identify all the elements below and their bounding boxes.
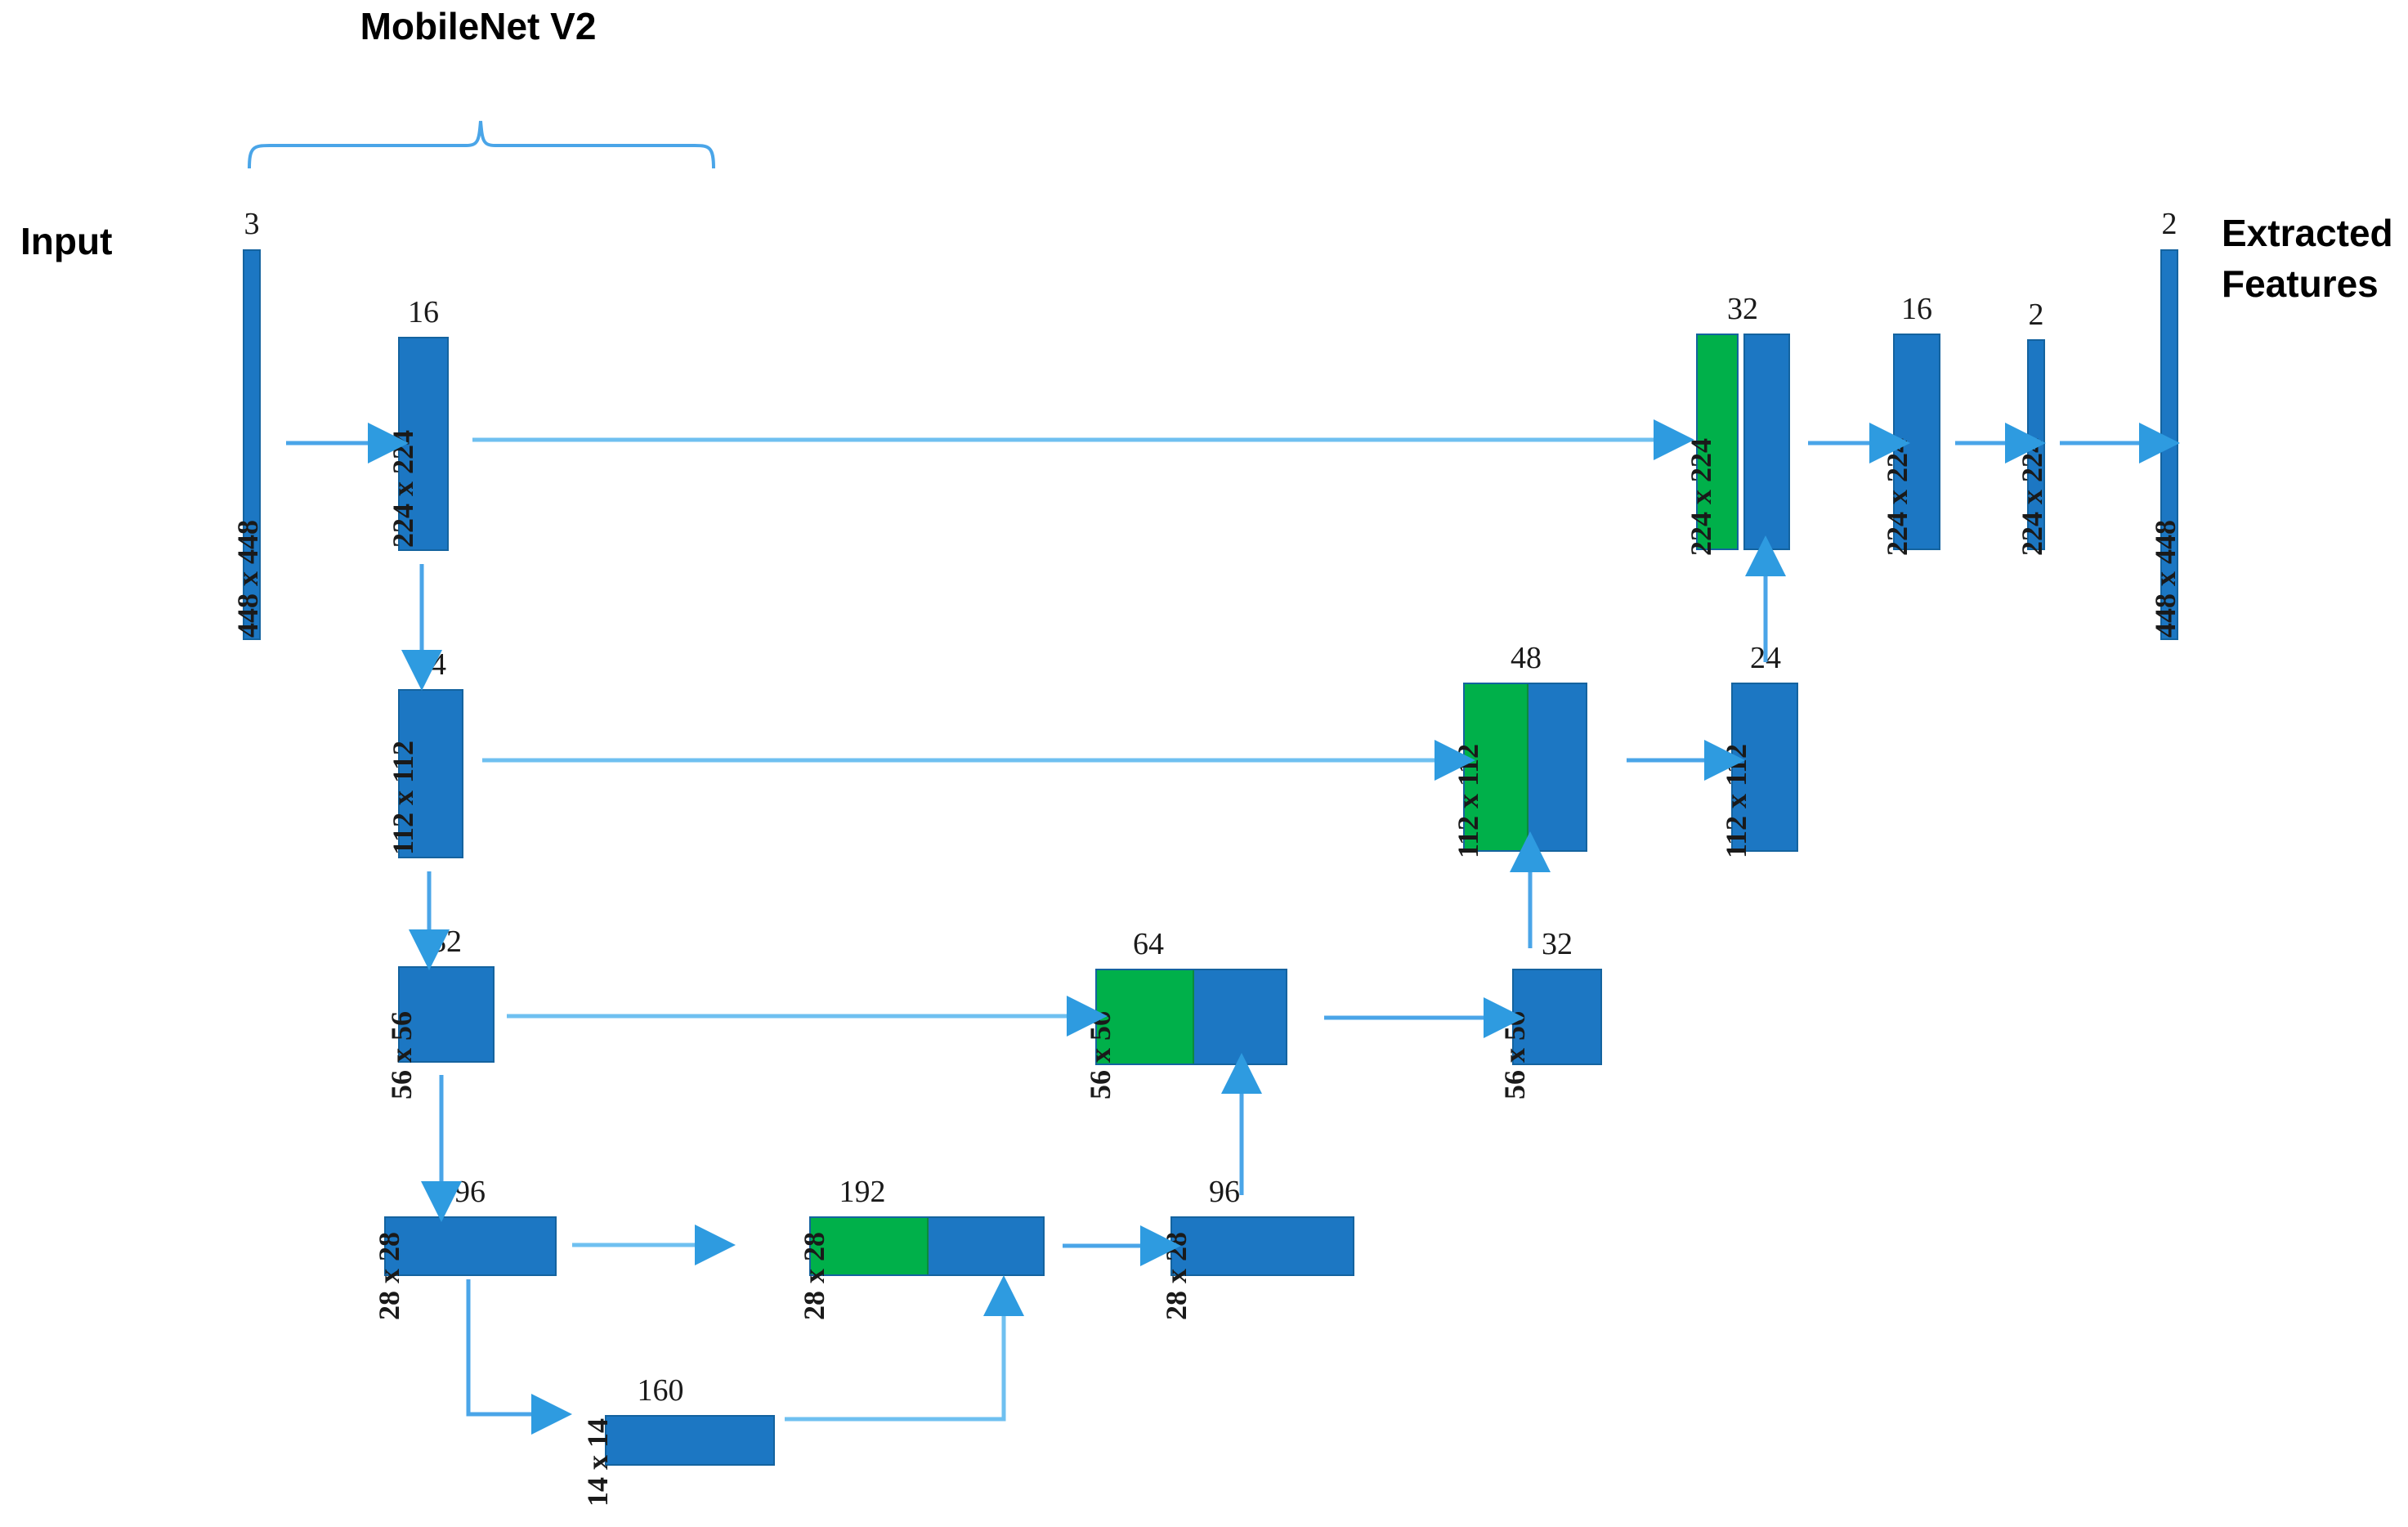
block-decoder-224-32-channels: 32 [1727,292,1758,326]
block-input[interactable] [243,249,261,640]
concat-upsampled-part [1194,970,1286,1064]
block-encoder-112-24[interactable] [398,689,463,858]
backbone-title: MobileNet V2 [360,5,597,47]
block-input-channels: 3 [244,207,260,241]
block-input-resolution: 448 x 448 [231,520,264,638]
block-bottleneck-14-160-channels: 160 [637,1373,684,1408]
block-decoder-28-96[interactable] [1170,1216,1354,1276]
output-label: Extracted Features [2222,211,2393,307]
block-decoder-28-192-concat[interactable] [809,1216,1045,1276]
block-encoder-28-96[interactable] [384,1216,557,1276]
block-encoder-28-96-channels: 96 [454,1175,486,1209]
block-decoder-56-64-resolution: 56 x 56 [1084,1011,1117,1099]
block-bottleneck-14-160[interactable] [605,1415,775,1466]
block-output-channels: 2 [2161,207,2177,241]
block-decoder-112-24-resolution: 112 x 112 [1720,743,1752,858]
arrow-downsample-28-to-14 [466,1279,572,1435]
concat-upsampled-part [929,1218,1043,1274]
mobilenet-brace [248,120,715,169]
output-label-line1: Extracted [2222,212,2393,254]
block-decoder-56-64-channels: 64 [1133,927,1164,961]
block-decoder-56-32[interactable] [1512,969,1602,1065]
block-decoder-224-32-resolution: 224 x 224 [1685,438,1717,556]
block-output-resolution: 448 x 448 [2149,520,2182,638]
arrow-upsample-14-to-28 [785,1275,1024,1422]
output-label-line2: Features [2222,262,2379,306]
concat-upsampled-part [1528,684,1586,850]
block-decoder-28-192-channels: 192 [839,1175,886,1209]
block-encoder-224-16-channels: 16 [408,295,439,329]
block-decoder-224-16-resolution: 224 x 224 [1881,438,1913,556]
concat-skip-part [1696,334,1739,550]
block-decoder-28-192-resolution: 28 x 28 [798,1232,830,1320]
block-encoder-56-32[interactable] [398,966,495,1063]
block-encoder-56-32-resolution: 56 x 56 [385,1011,418,1099]
block-decoder-56-32-channels: 32 [1542,927,1573,961]
block-decoder-56-32-resolution: 56 x 56 [1498,1011,1531,1099]
concat-skip-part [811,1218,929,1274]
block-decoder-224-16-channels: 16 [1901,292,1932,326]
block-encoder-28-96-resolution: 28 x 28 [373,1232,405,1320]
block-encoder-224-16-resolution: 224 x 224 [387,430,419,548]
block-decoder-224-32-concat[interactable] [1696,334,1790,550]
block-encoder-112-24-resolution: 112 x 112 [387,740,419,855]
input-label: Input [20,220,113,262]
block-bottleneck-14-160-resolution: 14 x 14 [581,1418,614,1507]
block-decoder-112-24-channels: 24 [1750,641,1781,675]
block-decoder-112-48-resolution: 112 x 112 [1452,743,1484,858]
block-encoder-56-32-channels: 32 [431,925,462,959]
concat-skip-part [1097,970,1194,1064]
block-decoder-224-2-resolution: 224 x 224 [2016,438,2048,556]
block-decoder-112-48-channels: 48 [1511,641,1542,675]
block-encoder-112-24-channels: 24 [415,647,446,682]
block-decoder-28-96-resolution: 28 x 28 [1160,1232,1193,1320]
concat-skip-part [1465,684,1528,850]
concat-upsampled-part [1743,334,1790,550]
block-decoder-112-48-concat[interactable] [1463,683,1587,852]
block-decoder-224-2-channels: 2 [2028,298,2044,332]
block-decoder-56-64-concat[interactable] [1095,969,1287,1065]
block-decoder-28-96-channels: 96 [1209,1175,1240,1209]
